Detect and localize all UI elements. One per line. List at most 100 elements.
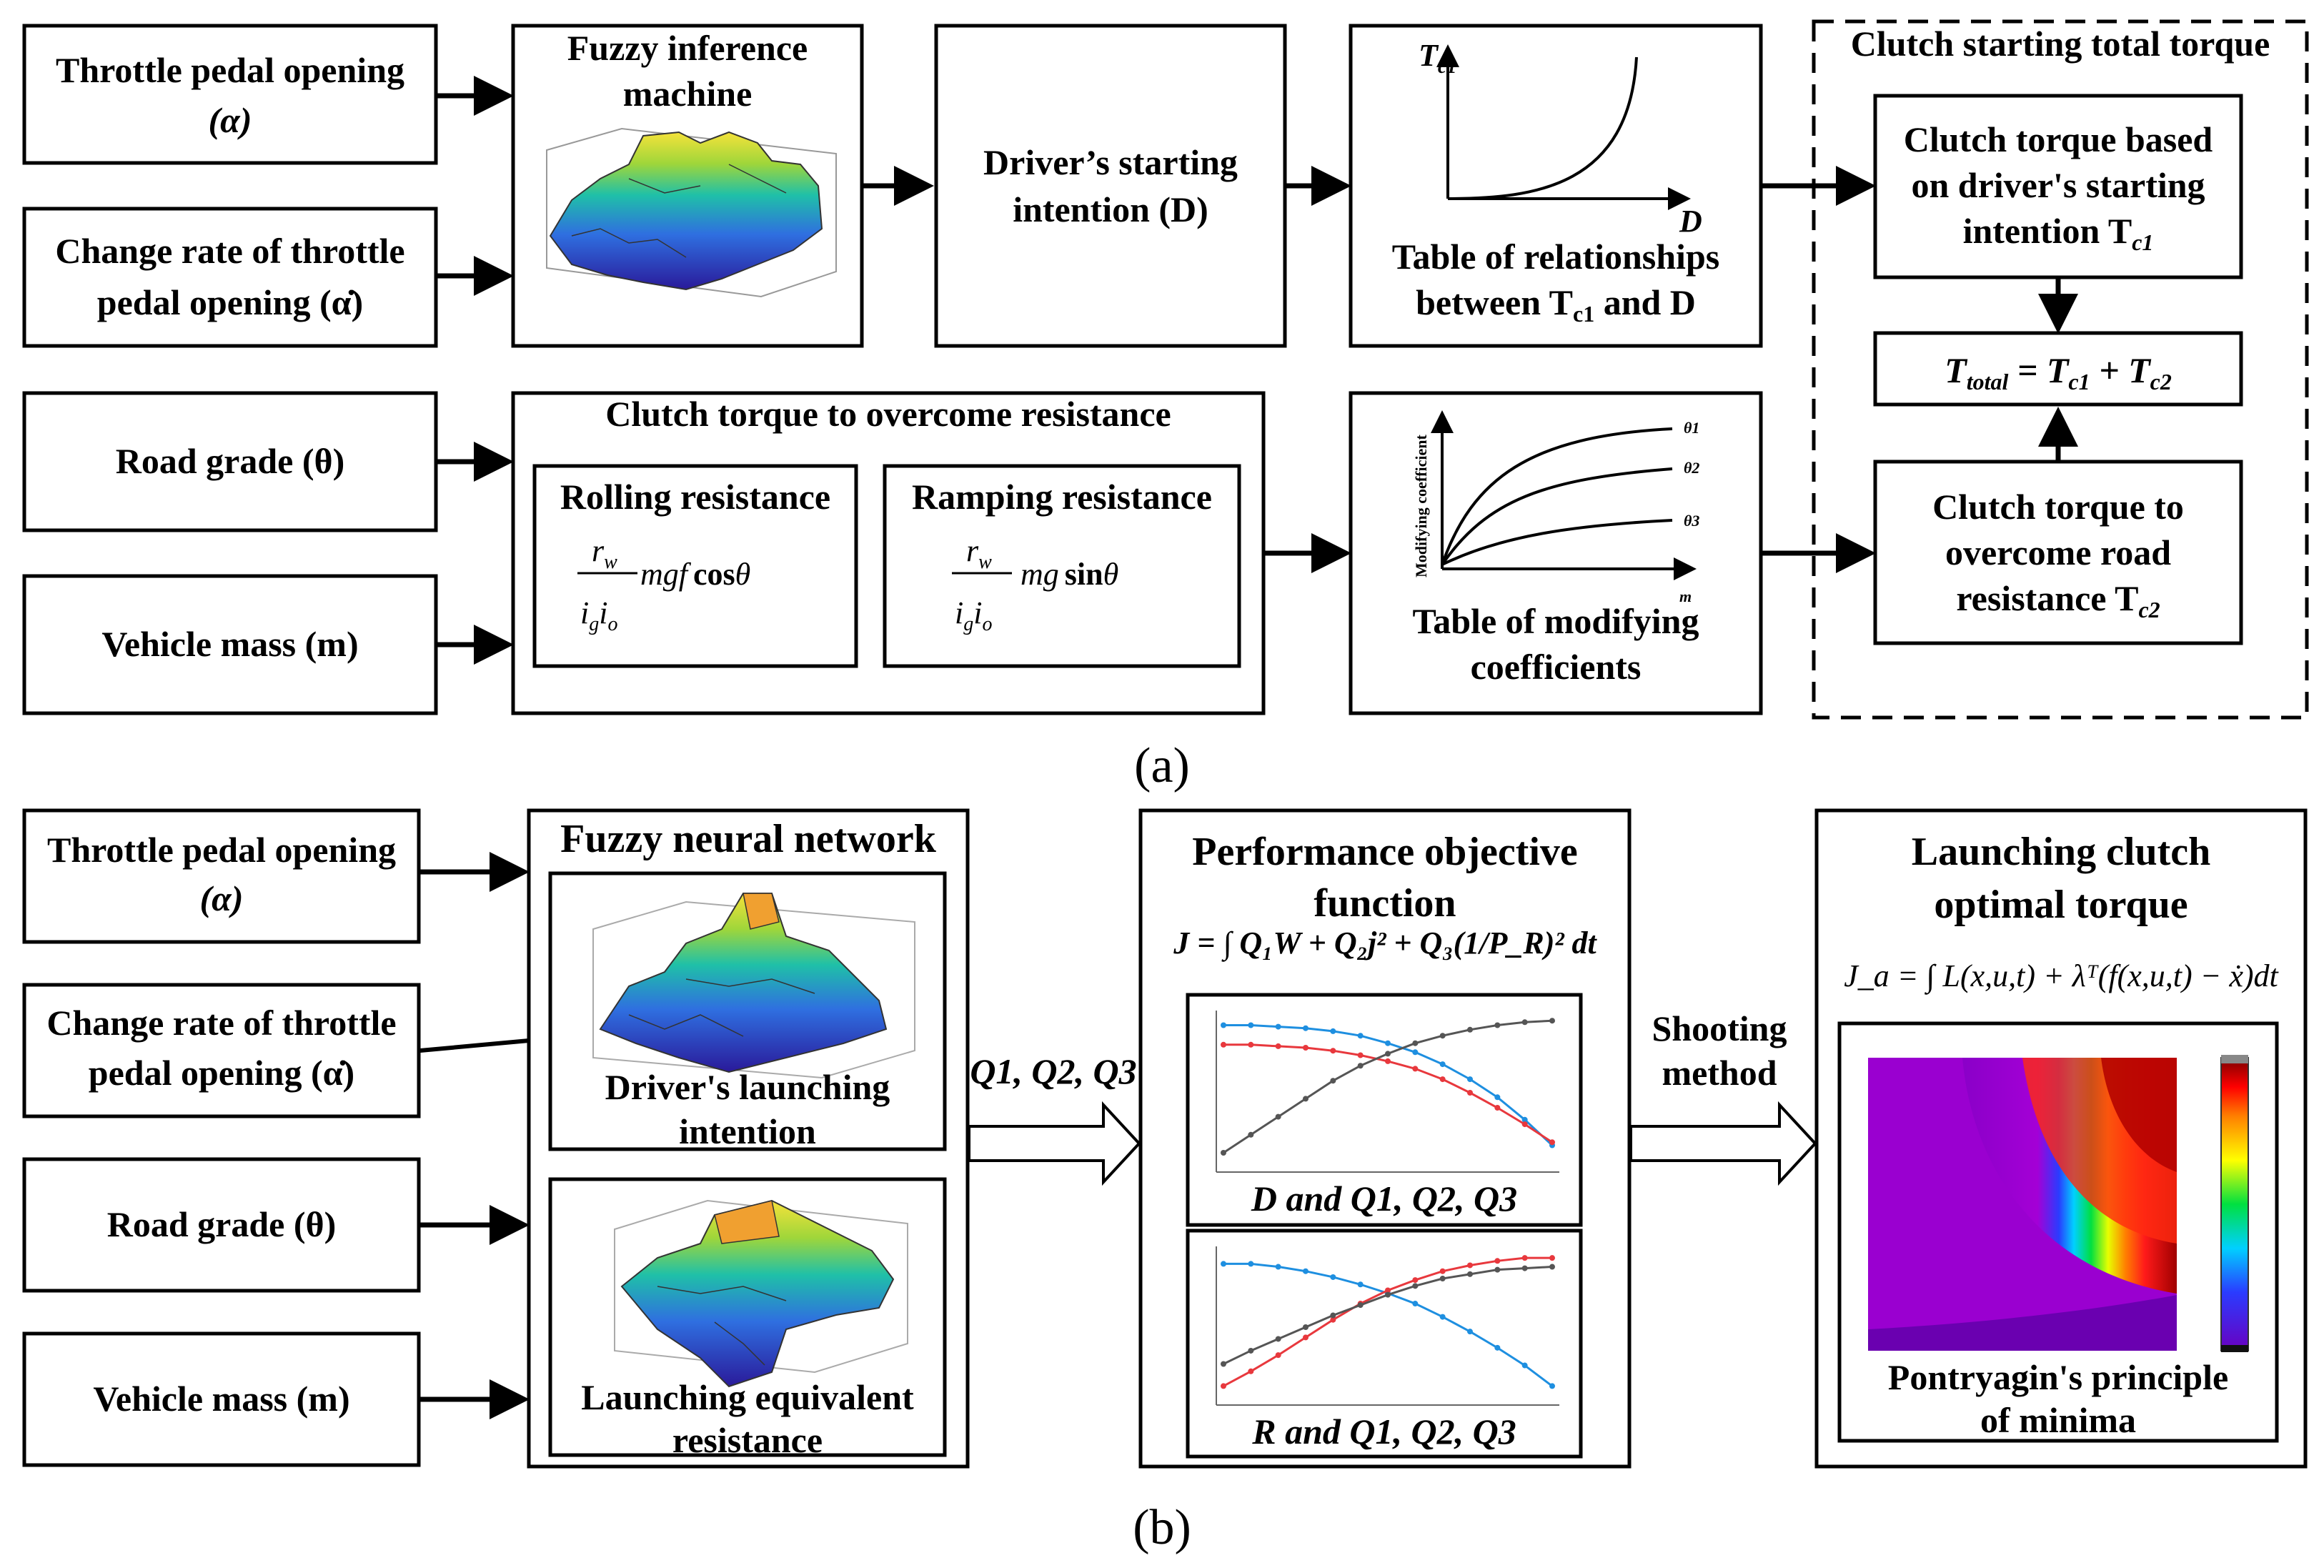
chart1-series-3-point-3 [1275,1113,1281,1120]
relationship-table-box: Tc1 D Table of relationships between Tc1… [1349,24,1763,348]
chart2-series-2-point-8 [1412,1277,1419,1284]
total-torque-group: Clutch starting total torque Clutch torq… [1812,19,2309,720]
rolling-trig: cos [693,557,735,592]
chart2-series-2-point-7 [1385,1287,1391,1294]
chart1-series-3-point-13 [1549,1018,1555,1024]
equivalent-resistance-surface [614,1199,908,1388]
equivalent-resistance-box: Launching equivalent resistance [548,1177,947,1460]
total-eq-s1: c1 [2068,369,2090,395]
input-road-grade-box-b: Road grade (θ) [22,1157,421,1293]
rolling-num-sub: w [604,551,617,573]
svg-text:igio: igio [580,595,617,635]
chart-d-plot [1216,1011,1559,1173]
ramping-tail: mg [1021,557,1059,592]
rolling-title: Rolling resistance [560,477,830,517]
chart1-series-1-point-5 [1330,1028,1336,1034]
chart1-series-1-point-8 [1412,1049,1419,1056]
chart2-series-3-point-4 [1303,1324,1309,1330]
resistance-box: Clutch torque to overcome resistance Rol… [511,391,1266,715]
chart1-series-2-point-12 [1521,1121,1528,1128]
input-change-rate-box-a: Change rate of throttle pedal opening (α… [22,207,438,348]
chart1-series-3-point-10 [1467,1026,1473,1033]
tc1-label-3: intention T [1963,211,2132,251]
total-torque-title: Clutch starting total torque [1851,24,2270,64]
intention-label-2: intention (D) [1013,189,1208,229]
ramping-num-sub: w [978,551,992,573]
chart1-series-3-point-1 [1221,1150,1226,1156]
svg-text:resistance Tc2: resistance Tc2 [1956,578,2160,622]
tc2-label-1: Clutch torque to [1932,487,2184,527]
svg-text:rw: rw [592,533,617,573]
chart1-series-2-point-11 [1494,1105,1501,1111]
perf-formula: J = ∫ Q₁W + Q₂j² + Q₃(1/P_R)² dt [1173,926,1597,962]
line-change-rate-b [419,1038,530,1053]
hollow-arrow-shooting: Shooting method [1629,1008,1817,1186]
chart-r-caption: R and Q1, Q2, Q3 [1251,1411,1516,1452]
throttle-label-b: Throttle pedal opening [47,830,396,870]
chart2-series-1-point-9 [1439,1314,1446,1320]
chart1-series-3-point-8 [1412,1040,1419,1046]
chart2-series-3-point-6 [1357,1302,1364,1309]
mod-table-label-2: coefficients [1471,647,1642,687]
shooting-label-2: method [1662,1053,1777,1093]
pontryagin-label-2: of minima [1980,1400,2136,1440]
curve-y-sub: c1 [1438,56,1456,78]
chart2-series-3-point-13 [1549,1264,1555,1270]
chart1-series-2-point-1 [1221,1041,1226,1048]
svg-text:igio: igio [955,595,992,635]
chart2-series-2-point-3 [1275,1352,1281,1359]
chart1-series-3-point-7 [1385,1051,1391,1057]
chart1-series-1-point-12 [1521,1116,1528,1123]
chart2-series-1-point-1 [1221,1261,1226,1267]
chart2-series-2-point-4 [1303,1334,1309,1341]
chart-r-plot [1216,1246,1559,1406]
chart2-series-2-point-1 [1221,1383,1226,1389]
total-eq-rest: = T [2008,350,2070,390]
rolling-den-i1: i [580,595,589,630]
chart2-series-1-point-6 [1357,1281,1364,1288]
caption-b: (b) [1133,1500,1191,1555]
chart2-series-1-point-13 [1549,1383,1555,1389]
change-rate-label-1: Change rate of throttle [55,231,404,271]
chart1-series-2-point-8 [1412,1066,1419,1072]
chart1-series-2-point-13 [1549,1139,1555,1146]
chart1-series-3-point-5 [1330,1078,1336,1084]
chart1-series-1-point-11 [1494,1094,1501,1101]
ramping-num: r [966,533,979,568]
vehicle-mass-label: Vehicle mass (m) [101,624,358,664]
chart1-series-2-point-3 [1275,1043,1281,1049]
svg-text:between Tc1 and D: between Tc1 and D [1416,282,1696,327]
svg-text:intention Tc1: intention Tc1 [1963,211,2154,255]
input-vehicle-mass-box-a: Vehicle mass (m) [22,574,438,715]
perf-title-2: function [1314,881,1456,926]
ramping-den-i1: i [955,595,963,630]
intention-box: Driver’s starting intention (D) [934,24,1287,348]
total-eq-plus: + T [2090,350,2152,390]
optimal-formula: J_a = ∫ L(x,u,t) + λᵀ(f(x,u,t) − ẋ)dt [1844,958,2279,995]
fuzzy-inference-box: Fuzzy inference machine [511,24,864,348]
perf-title-1: Performance objective [1192,830,1578,874]
chart2-series-1-point-3 [1275,1264,1281,1270]
optimal-torque-box: Launching clutch optimal torque J_a = ∫ … [1814,808,2308,1469]
chart2-series-3-point-12 [1521,1265,1528,1271]
q-label: Q1, Q2, Q3 [970,1051,1136,1091]
chart2-series-2-point-13 [1549,1255,1555,1261]
optimal-title-1: Launching clutch [1912,830,2211,874]
tc1-box: Clutch torque based on driver's starting… [1873,94,2243,279]
chart2-series-3-point-7 [1385,1291,1391,1298]
shooting-label-1: Shooting [1652,1008,1787,1048]
total-eq-sub: total [1967,369,2009,395]
chart-d-caption: D and Q1, Q2, Q3 [1251,1179,1517,1219]
chart2-series-1-point-2 [1248,1261,1254,1267]
modifying-table-box: θ1 θ2 θ3 Modifying coefficient m Table o… [1349,391,1763,715]
launch-intention-surface [592,893,915,1079]
chart2-series-2-point-5 [1330,1316,1336,1323]
chart2-series-1-point-12 [1521,1362,1528,1369]
tc2-label-3: resistance T [1956,578,2138,618]
tc2-box: Clutch torque to overcome road resistanc… [1873,460,2243,645]
fuzzy-title-1: Fuzzy inference [567,28,808,68]
